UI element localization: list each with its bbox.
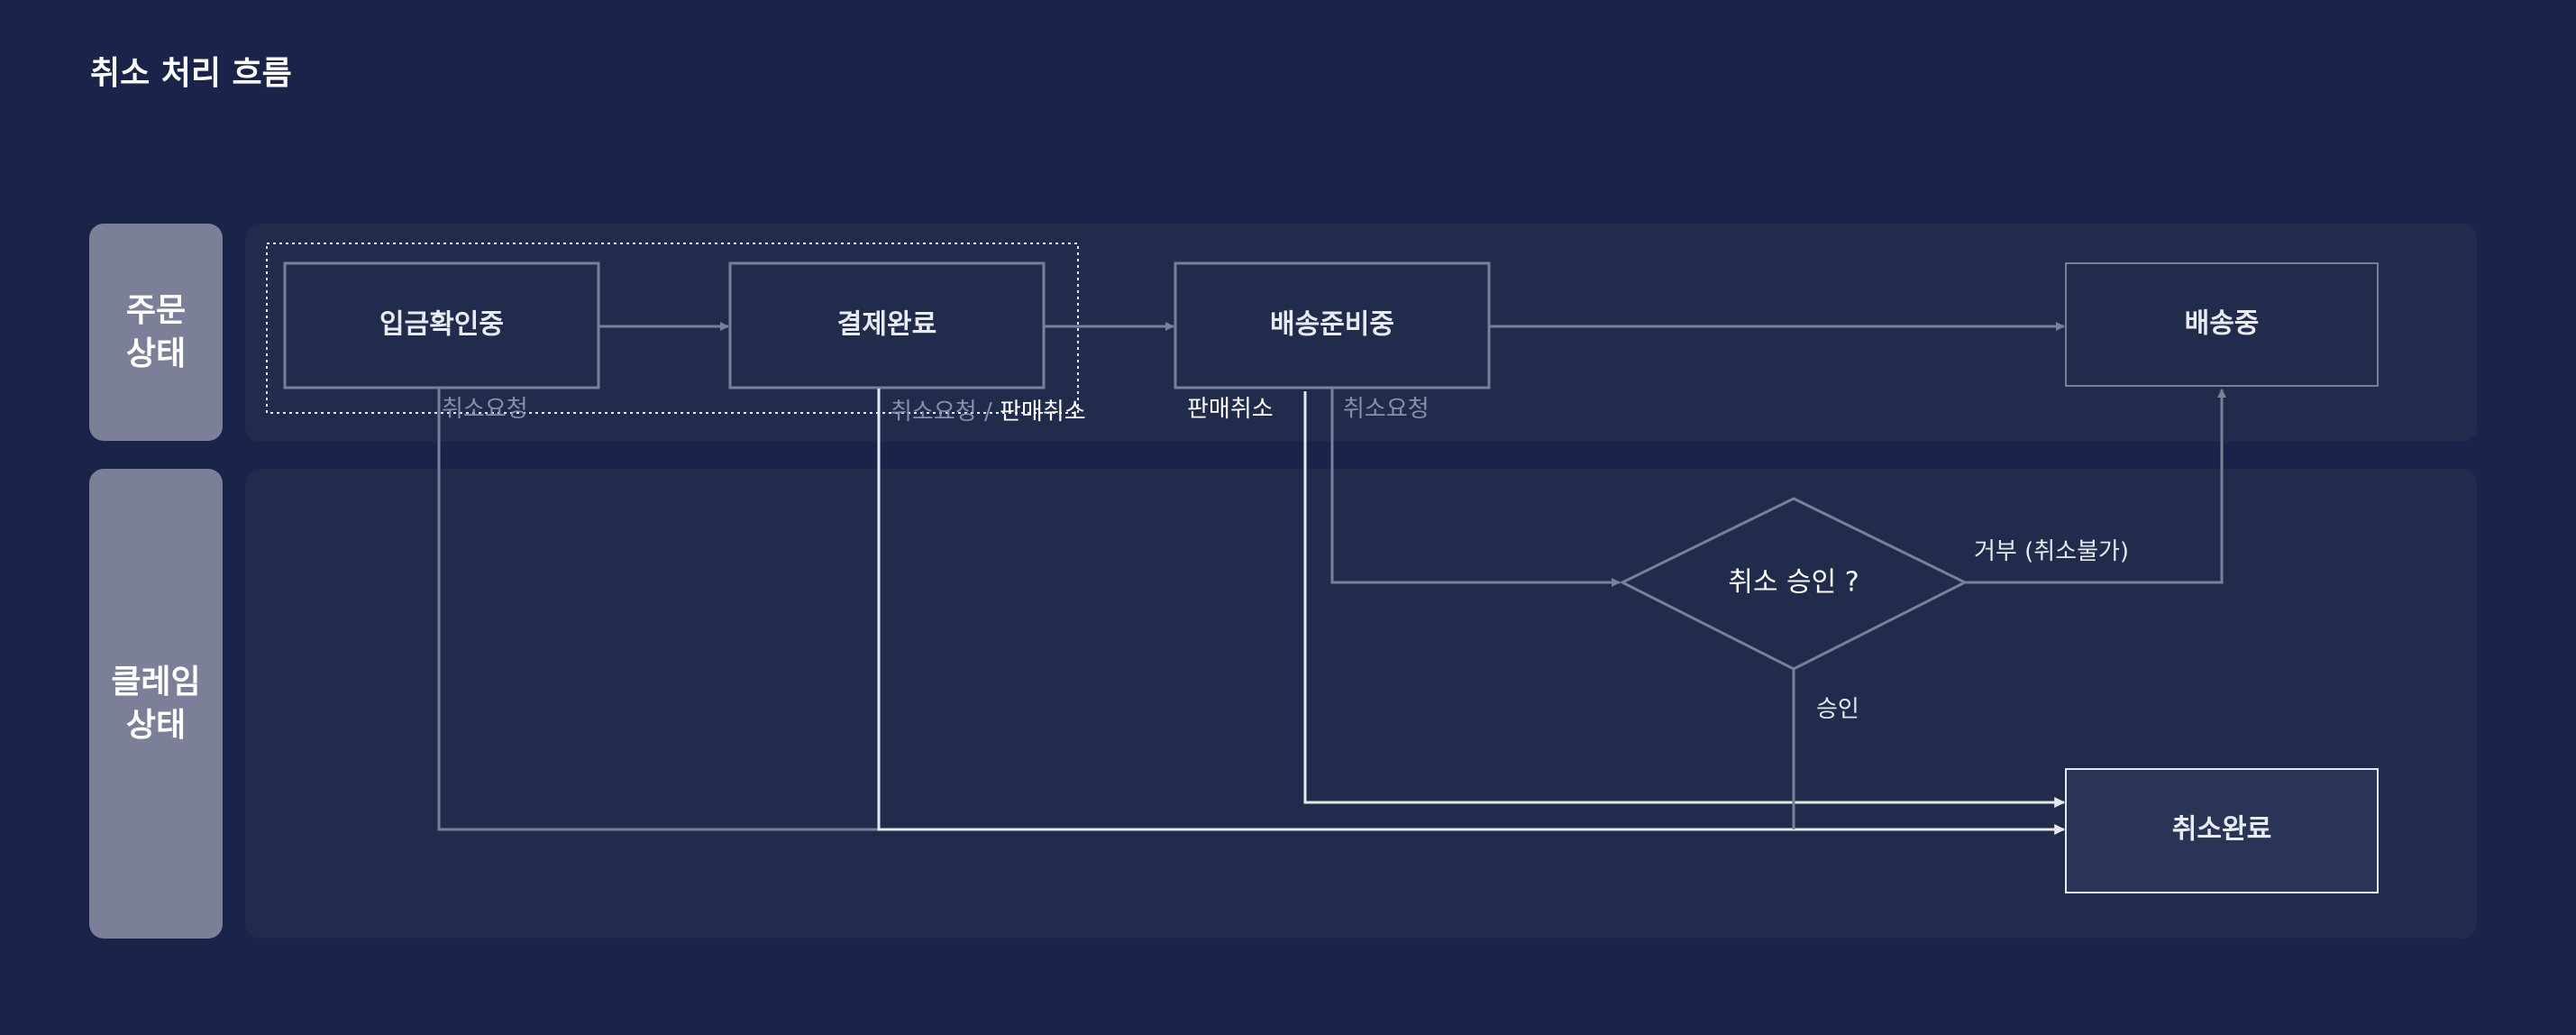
edge-check-cancel-request — [437, 389, 880, 831]
edge-preparing-seller-cancel — [1303, 391, 2066, 808]
node-approval-decision[interactable]: 취소 승인 ? — [1619, 497, 1969, 671]
label-approve: 승인 — [1816, 696, 1859, 723]
selection-group — [266, 243, 1079, 414]
node-shipping-label: 배송중 — [2185, 308, 2260, 340]
node-payment-done[interactable]: 결제완료 — [728, 261, 1046, 389]
page-title: 취소 처리 흐름 — [90, 55, 292, 92]
label-done-combined: 취소요청 / 판매취소 — [891, 398, 1086, 426]
node-payment-check[interactable]: 입금확인중 — [283, 261, 600, 389]
label-cancel-request-1: 취소요청 — [442, 396, 528, 423]
lane-label-order: 주문 상태 — [89, 224, 223, 441]
node-cancel-done[interactable]: 취소완료 — [2065, 768, 2379, 893]
edge-preparing-to-decision — [1330, 389, 1621, 587]
node-payment-done-label: 결제완료 — [837, 309, 936, 341]
lane-label-claim: 클레임 상태 — [89, 469, 223, 939]
edge-decision-reject — [1966, 389, 2226, 584]
label-seller-cancel-2: 판매취소 — [1187, 396, 1274, 423]
node-payment-check-label: 입금확인중 — [379, 309, 504, 341]
node-cancel-done-label: 취소완료 — [2172, 814, 2271, 846]
node-shipping[interactable]: 배송중 — [2065, 262, 2379, 387]
label-separator: / — [977, 398, 1000, 426]
node-preparing[interactable]: 배송준비중 — [1174, 261, 1491, 389]
label-cancel-request-2: 취소요청 — [891, 398, 977, 426]
label-seller-cancel-1: 판매취소 — [1000, 398, 1086, 426]
node-approval-label: 취소 승인 ? — [1728, 567, 1859, 599]
node-preparing-label: 배송준비중 — [1270, 309, 1394, 341]
label-reject: 거부 (취소불가) — [1974, 538, 2129, 565]
label-cancel-request-3: 취소요청 — [1343, 396, 1430, 423]
edge-done-cancel-request — [877, 389, 2066, 835]
